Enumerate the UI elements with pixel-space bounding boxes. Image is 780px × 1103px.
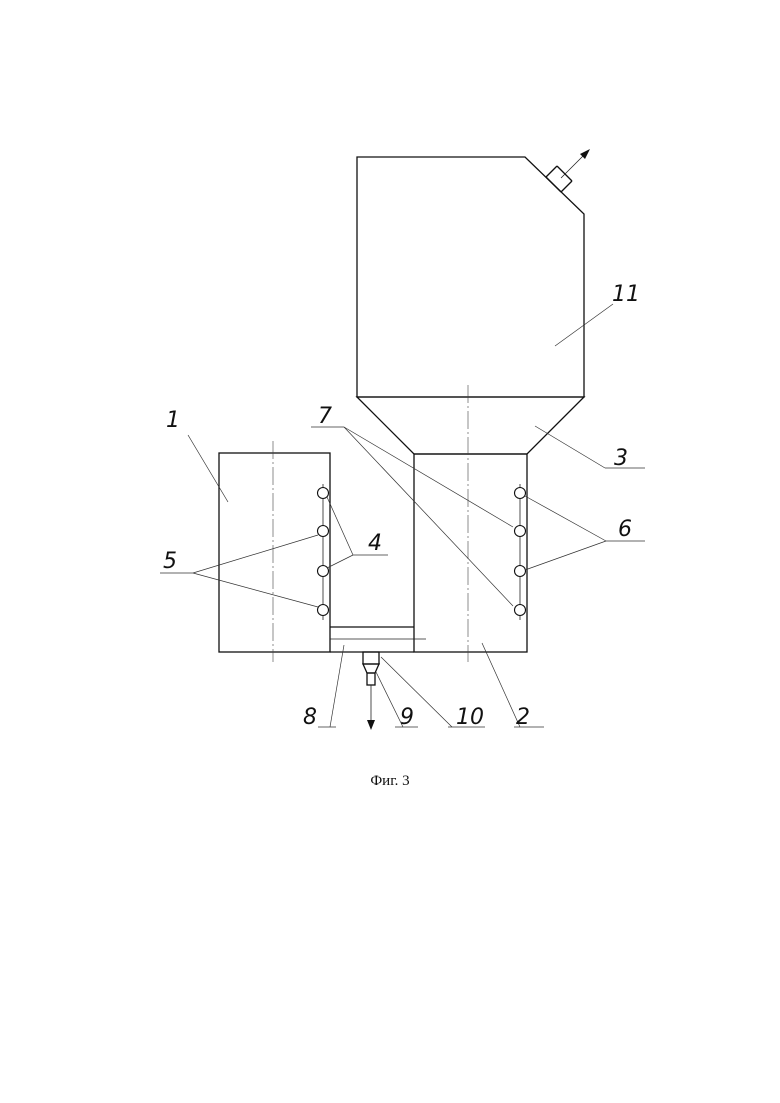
label-7: 7	[318, 404, 332, 429]
outlet-nozzle	[546, 149, 590, 192]
lower-vessel-2	[414, 454, 527, 652]
label-3: 3	[614, 446, 628, 471]
hole	[318, 566, 329, 577]
label-6: 6	[618, 517, 632, 542]
label-9: 9	[400, 705, 414, 730]
label-1: 1	[166, 408, 180, 433]
hole	[515, 566, 526, 577]
leader-lines	[160, 304, 645, 727]
drain-fitting-9	[363, 652, 379, 730]
hole	[318, 488, 329, 499]
hole	[318, 526, 329, 537]
hole	[515, 526, 526, 537]
label-2: 2	[516, 705, 530, 730]
hole	[515, 605, 526, 616]
label-5: 5	[163, 549, 177, 574]
figure-caption: Фиг. 3	[370, 773, 409, 789]
upper-housing-11	[357, 157, 584, 397]
hole	[515, 488, 526, 499]
right-holes	[515, 484, 526, 620]
left-holes	[318, 484, 329, 620]
label-10: 10	[456, 705, 484, 730]
label-8: 8	[303, 705, 317, 730]
left-vessel-1	[219, 453, 330, 652]
label-4: 4	[368, 531, 382, 556]
hole	[318, 605, 329, 616]
connecting-channel-8	[330, 627, 426, 652]
label-11: 11	[612, 282, 640, 307]
conical-transition-3	[357, 397, 584, 454]
